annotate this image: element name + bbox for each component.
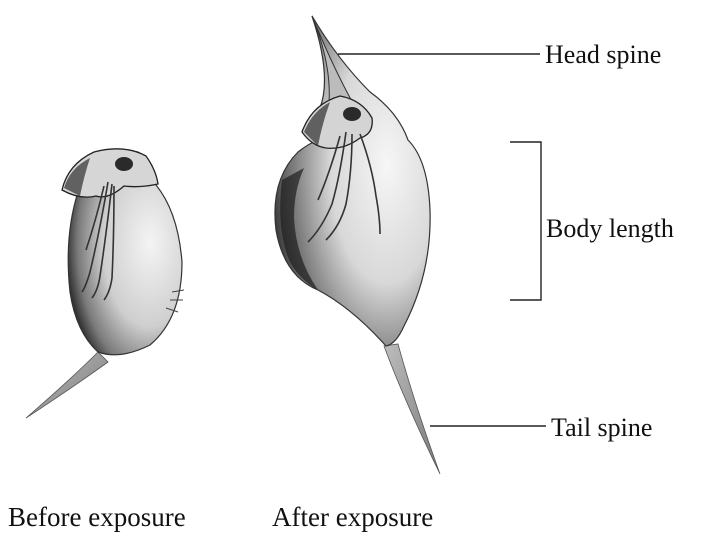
body-length-bracket bbox=[510, 142, 541, 300]
eye-after bbox=[343, 107, 361, 121]
tail-spine-before bbox=[26, 352, 108, 418]
caption-after: After exposure bbox=[272, 502, 433, 532]
tail-spine-label: Tail spine bbox=[551, 413, 652, 442]
body-length-label: Body length bbox=[546, 214, 674, 243]
daphnia-after bbox=[275, 16, 440, 474]
daphnia-before bbox=[26, 149, 184, 418]
eye-before bbox=[115, 157, 133, 171]
caption-before: Before exposure bbox=[8, 502, 186, 532]
head-spine-label: Head spine bbox=[545, 40, 661, 69]
tail-spine-after bbox=[384, 344, 440, 474]
